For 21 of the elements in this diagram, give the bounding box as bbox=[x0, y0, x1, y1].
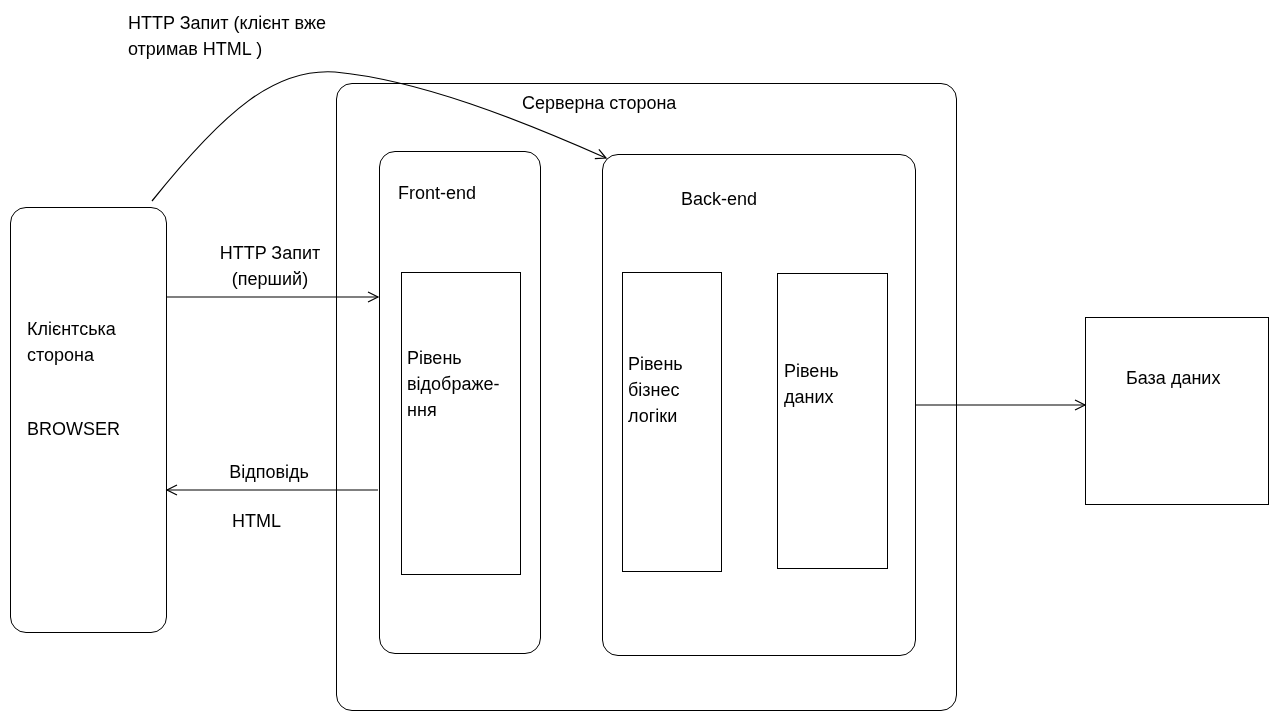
arrow bbox=[914, 399, 1086, 411]
box-text: BROWSER bbox=[27, 418, 121, 441]
box-title: Back-end bbox=[681, 188, 759, 211]
box-title: Серверна сторона bbox=[522, 92, 678, 115]
box-text: Рівень даних bbox=[784, 360, 840, 410]
box-text: Рівень відображе- ння bbox=[407, 347, 501, 423]
server-box bbox=[336, 83, 957, 711]
layer-box bbox=[777, 273, 888, 569]
layer-box bbox=[401, 272, 521, 575]
backend-box bbox=[602, 154, 916, 656]
box-text: Рівень бізнес логіки bbox=[628, 353, 684, 429]
database-box bbox=[1085, 317, 1269, 505]
layer-box bbox=[622, 272, 722, 572]
arrow bbox=[151, 71, 607, 202]
box-title: Front-end bbox=[398, 182, 478, 205]
arrow bbox=[166, 484, 379, 496]
box-text: База даних bbox=[1126, 367, 1222, 390]
frontend-box bbox=[379, 151, 541, 654]
box-title: Клієнтська сторона bbox=[27, 318, 117, 368]
client-box bbox=[10, 207, 167, 633]
arrow bbox=[166, 291, 379, 303]
